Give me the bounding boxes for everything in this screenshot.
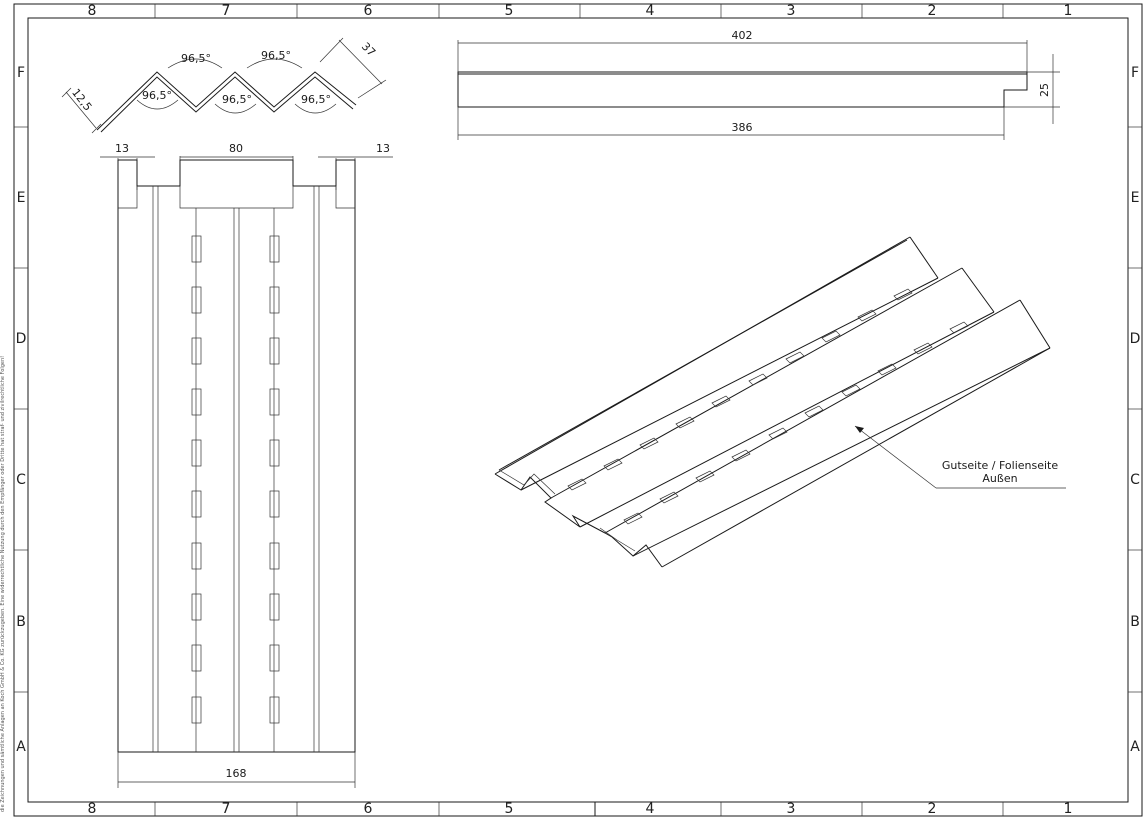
iso-label-line2: Außen: [982, 472, 1017, 485]
dim-center-label: 80: [229, 142, 243, 155]
profile-inner: [100, 76, 354, 133]
column-label: 7: [222, 3, 231, 19]
column-label: 8: [88, 3, 97, 19]
drawing-frame: [13, 3, 1143, 817]
dim-height-label: 25: [1038, 83, 1051, 97]
row-label: F: [1131, 65, 1139, 81]
angle-label: 96,5°: [142, 89, 172, 102]
row-label: F: [17, 65, 25, 81]
row-labels-right: F E D C B A: [1130, 65, 1141, 755]
angle-arc: [246, 58, 303, 69]
column-label: 7: [222, 801, 231, 817]
column-label: 2: [928, 3, 937, 19]
row-label: E: [17, 190, 26, 206]
dim-left-label: 13: [115, 142, 129, 155]
side-view: 402 386 25: [457, 29, 1060, 140]
column-labels-bottom: 8 7 6 5 4 3 2 1: [88, 801, 1073, 817]
row-label: B: [1130, 614, 1140, 630]
column-label: 4: [646, 3, 655, 19]
row-label: B: [16, 614, 26, 630]
profile-view: 96,5° 96,5° 96,5° 96,5° 96,5° 12,5 37: [61, 37, 387, 134]
column-label: 2: [928, 801, 937, 817]
angle-label: 96,5°: [181, 52, 211, 65]
row-label: C: [16, 472, 26, 488]
iso-tab-row-upper: [567, 288, 913, 491]
row-label: C: [1130, 472, 1140, 488]
column-label: 6: [364, 801, 373, 817]
side-view-outline: [457, 71, 1028, 108]
angle-arc: [136, 99, 179, 110]
top-view: 13 80 13: [100, 142, 393, 788]
row-label: A: [1130, 739, 1140, 755]
angle-arc: [167, 58, 223, 69]
row-label: D: [16, 331, 27, 347]
column-label: 5: [505, 801, 514, 817]
row-label: A: [16, 739, 26, 755]
angle-arc: [214, 103, 257, 114]
column-labels-top: 8 7 6 5 4 3 2 1: [88, 3, 1073, 19]
row-labels-left: F E D C B A: [16, 65, 27, 755]
column-label: 8: [88, 801, 97, 817]
column-label: 3: [787, 801, 796, 817]
row-label: D: [1130, 331, 1141, 347]
profile-outline: [96, 71, 357, 131]
dim-width-label: 168: [226, 767, 247, 780]
isometric-view: Gutseite / Folienseite Außen: [494, 236, 1066, 568]
dim-overall-label: 402: [732, 29, 753, 42]
column-label: 6: [364, 3, 373, 19]
iso-label-line1: Gutseite / Folienseite: [942, 459, 1059, 472]
top-view-outline: [117, 159, 356, 753]
column-label: 5: [505, 3, 514, 19]
angle-arc: [294, 103, 337, 114]
row-label: E: [1131, 190, 1140, 206]
dim-flange-label: 37: [359, 40, 378, 59]
iso-tab-row-lower: [623, 321, 969, 525]
column-label: 1: [1064, 3, 1073, 19]
column-label: 4: [646, 801, 655, 817]
slot-column-right: [269, 235, 280, 724]
column-label: 1: [1064, 801, 1073, 817]
column-label: 3: [787, 3, 796, 19]
slot-column-left: [191, 235, 202, 724]
column-ticks: [154, 4, 1004, 816]
dim-right-label: 13: [376, 142, 390, 155]
angle-label: 96,5°: [222, 93, 252, 106]
iso-front-edge: [494, 473, 663, 568]
dim-base-label: 386: [732, 121, 753, 134]
angle-label: 96,5°: [261, 49, 291, 62]
row-ticks: [14, 126, 1142, 693]
angle-label: 96,5°: [301, 93, 331, 106]
